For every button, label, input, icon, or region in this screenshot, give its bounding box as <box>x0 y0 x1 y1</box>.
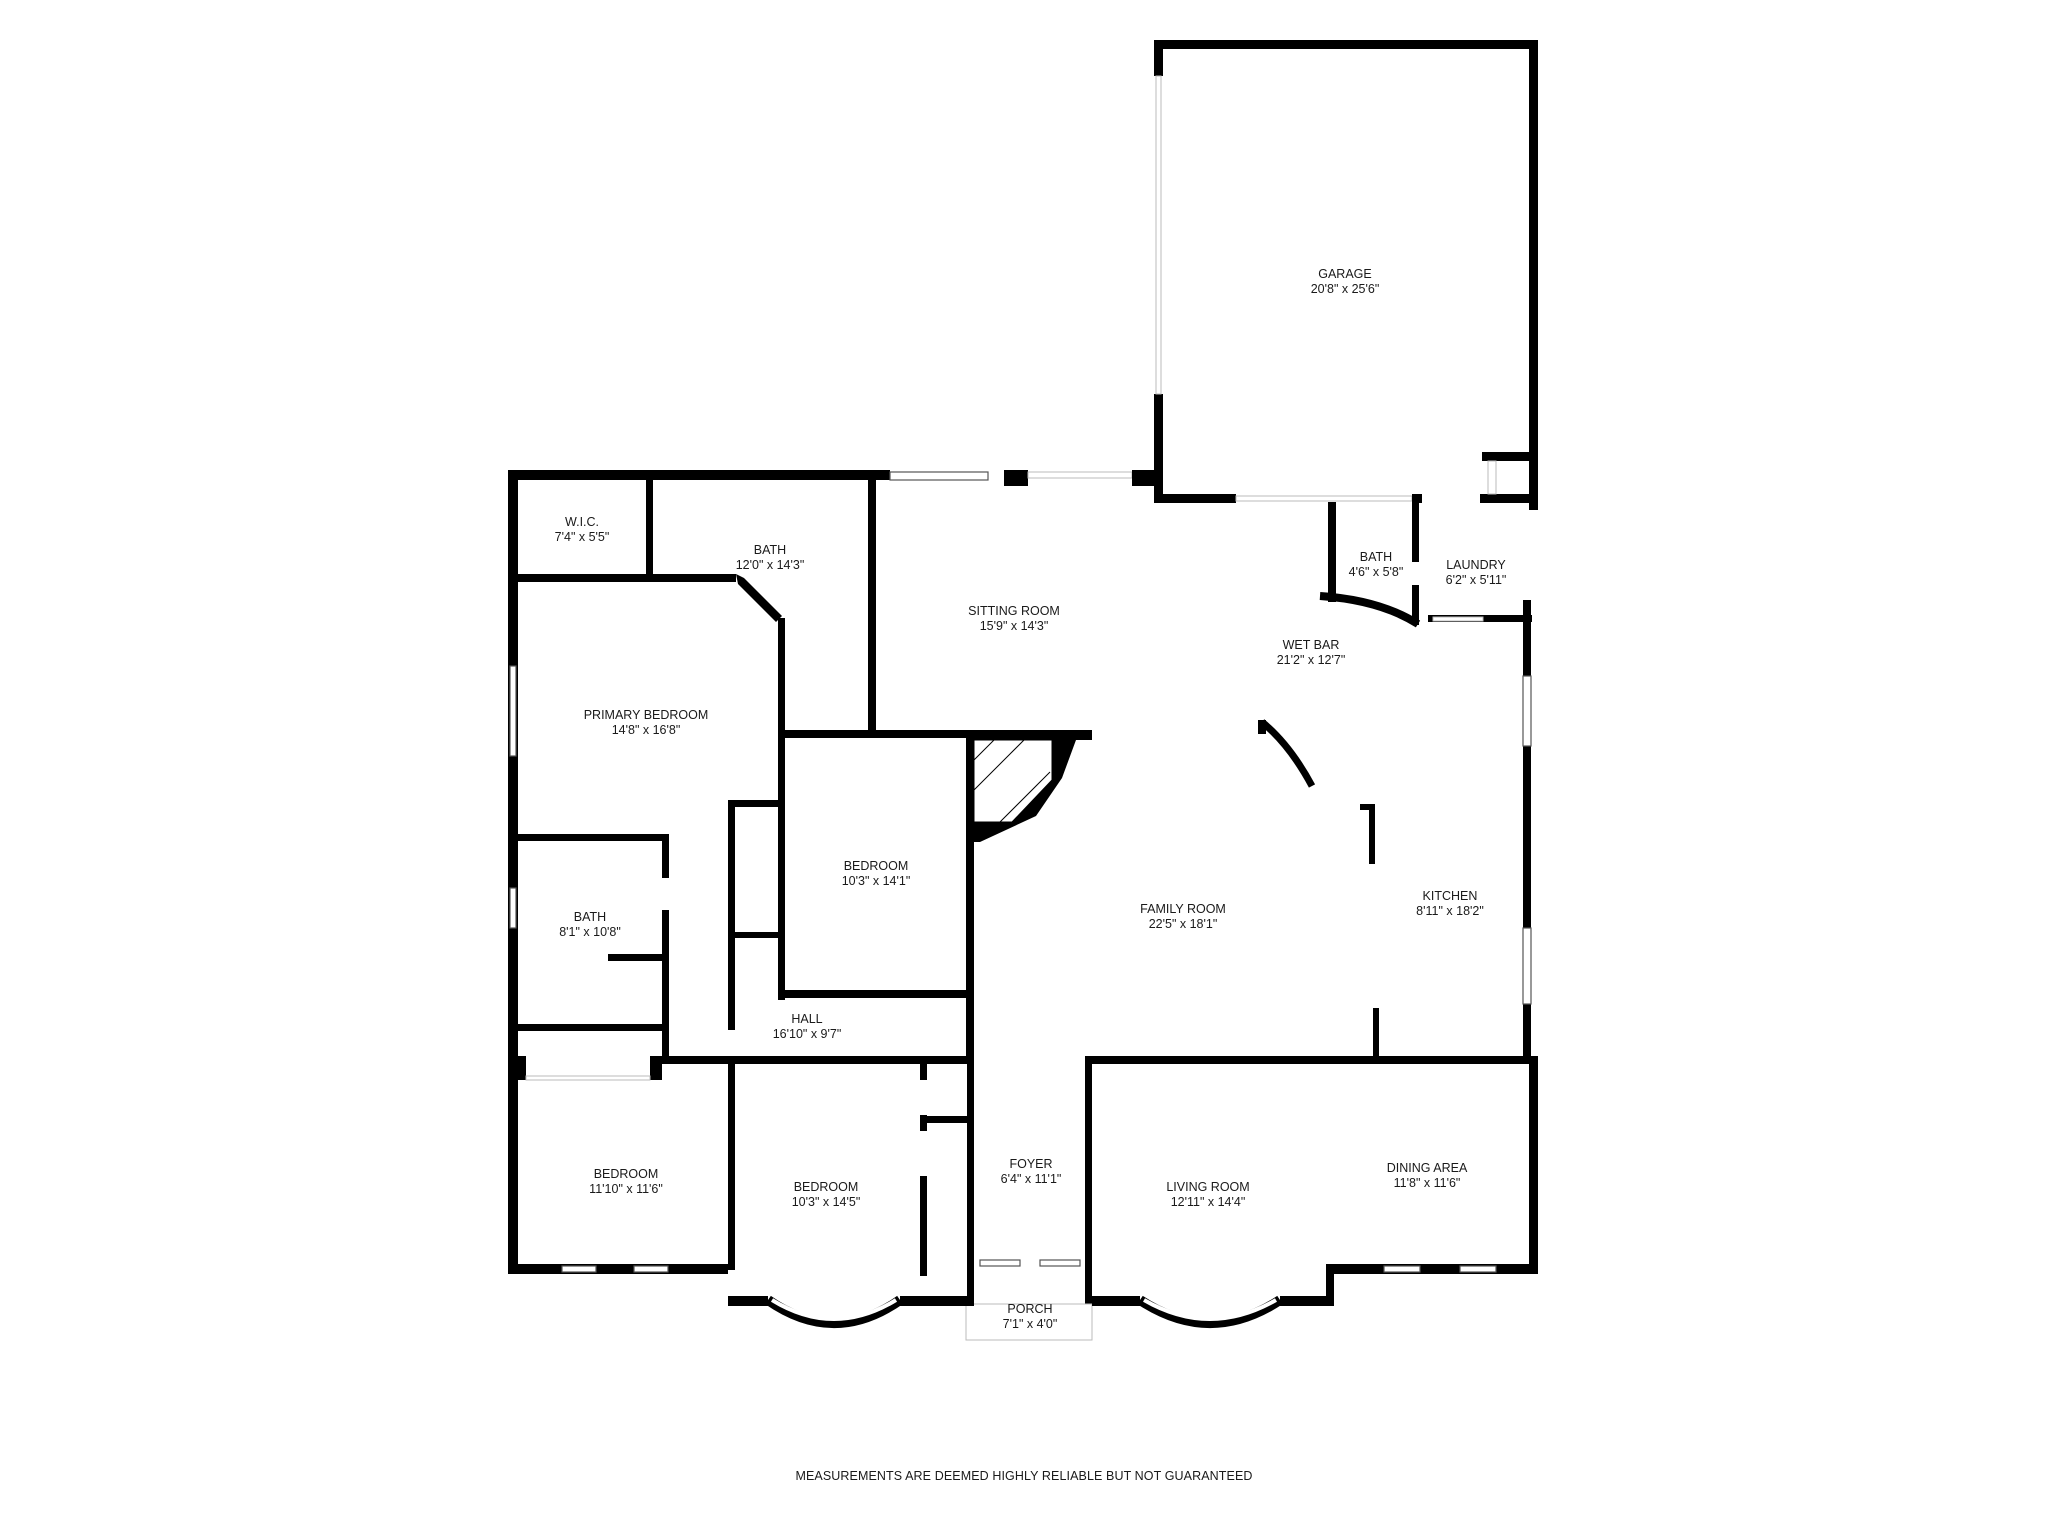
room-name: BEDROOM <box>843 859 909 873</box>
room-name: PORCH <box>1007 1302 1053 1316</box>
room-name: BEDROOM <box>793 1180 859 1194</box>
room-dimensions: 7'4" x 5'5" <box>554 530 610 544</box>
west-wing-walls <box>508 470 1156 1274</box>
room-dimensions: 20'8" x 25'6" <box>1310 282 1380 296</box>
room-name: DINING AREA <box>1386 1161 1468 1175</box>
room-dimensions: 21'2" x 12'7" <box>1276 653 1346 667</box>
room-name: WET BAR <box>1282 638 1340 652</box>
room-name: BEDROOM <box>593 1167 659 1181</box>
room-dimensions: 6'2" x 5'11" <box>1445 573 1507 587</box>
room-name: FAMILY ROOM <box>1140 902 1226 916</box>
room-name: SITTING ROOM <box>968 604 1060 618</box>
room-name: BATH <box>1359 550 1393 564</box>
room-dimensions: 4'6" x 5'8" <box>1348 565 1404 579</box>
room-name: FOYER <box>1009 1157 1053 1171</box>
room-dimensions: 22'5" x 18'1" <box>1148 917 1218 931</box>
room-dimensions: 15'9" x 14'3" <box>979 619 1049 633</box>
room-dimensions: 11'10" x 11'6" <box>589 1182 663 1196</box>
room-name: LIVING ROOM <box>1166 1180 1250 1194</box>
room-name: BATH <box>753 543 787 557</box>
room-dimensions: 10'3" x 14'1" <box>841 874 911 888</box>
room-dimensions: 12'11" x 14'4" <box>1170 1195 1246 1209</box>
room-dimensions: 11'8" x 11'6" <box>1393 1176 1461 1190</box>
disclaimer-note: MEASUREMENTS ARE DEEMED HIGHLY RELIABLE … <box>795 1469 1253 1483</box>
room-dimensions: 12'0" x 14'3" <box>735 558 805 572</box>
room-name: KITCHEN <box>1422 889 1478 903</box>
room-name: HALL <box>791 1012 823 1026</box>
central-walls <box>728 502 1538 1341</box>
room-dimensions: 6'4" x 11'1" <box>1000 1172 1062 1186</box>
room-dimensions: 8'1" x 10'8" <box>559 925 621 939</box>
room-dimensions: 16'10" x 9'7" <box>772 1027 842 1041</box>
room-name: BATH <box>573 910 607 924</box>
room-name: LAUNDRY <box>1446 558 1506 572</box>
room-dimensions: 7'1" x 4'0" <box>1002 1317 1058 1331</box>
room-name: GARAGE <box>1318 267 1372 281</box>
room-dimensions: 14'8" x 16'8" <box>611 723 681 737</box>
room-dimensions: 8'11" x 18'2" <box>1416 904 1484 918</box>
room-label-wic: W.I.C.7'4" x 5'5" <box>555 515 610 545</box>
garage-walls <box>1154 40 1538 510</box>
room-name: PRIMARY BEDROOM <box>583 708 709 722</box>
room-dimensions: 10'3" x 14'5" <box>791 1195 861 1209</box>
room-name: W.I.C. <box>564 515 600 529</box>
